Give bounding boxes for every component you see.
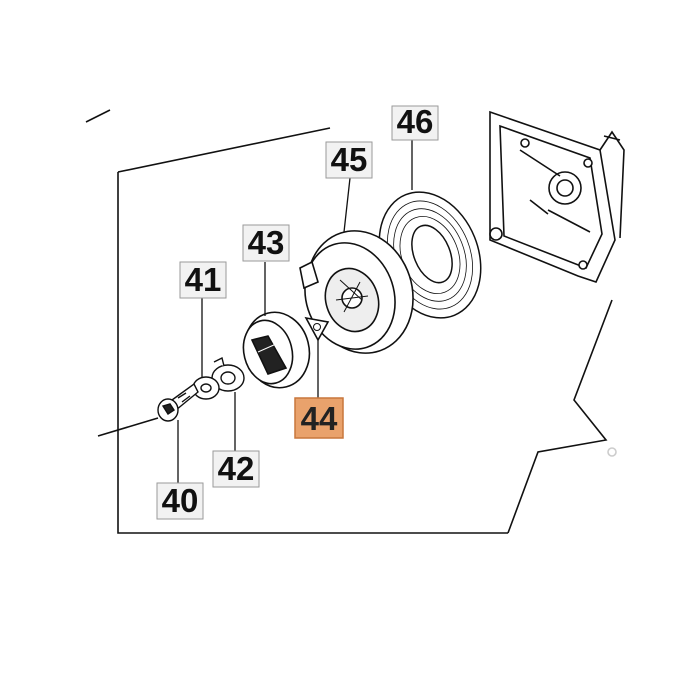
- part-number-label: 45: [331, 141, 368, 178]
- callout-42: 42: [212, 450, 260, 488]
- callout-45: 45: [325, 141, 373, 179]
- part-number-label: 43: [248, 224, 285, 261]
- housing-cover: [489, 110, 625, 457]
- cam-washer: [211, 356, 245, 392]
- washer-44: [304, 316, 330, 342]
- assembly-outline: [85, 109, 613, 534]
- part-number-label: 41: [185, 261, 222, 298]
- callout-41: 41: [179, 261, 227, 299]
- part-number-label: 40: [162, 482, 199, 519]
- part-number-label: 44: [301, 400, 338, 437]
- label-box: [156, 482, 204, 520]
- flat-washer: [192, 376, 220, 400]
- leader-lines: [177, 140, 413, 484]
- pawl-carrier: [242, 311, 311, 389]
- screw: [157, 382, 199, 422]
- label-box: [179, 261, 227, 299]
- highlighted-label-box: [294, 397, 344, 439]
- label-box: [212, 450, 260, 488]
- label-box: [391, 105, 439, 141]
- part-number-label: 46: [397, 103, 434, 140]
- callout-46: 46: [391, 103, 439, 141]
- callout-43: 43: [242, 224, 290, 262]
- label-box: [325, 141, 373, 179]
- callout-44: 44: [294, 397, 344, 439]
- label-box: [242, 224, 290, 262]
- part-number-label: 42: [218, 450, 255, 487]
- callout-40: 40: [156, 482, 204, 520]
